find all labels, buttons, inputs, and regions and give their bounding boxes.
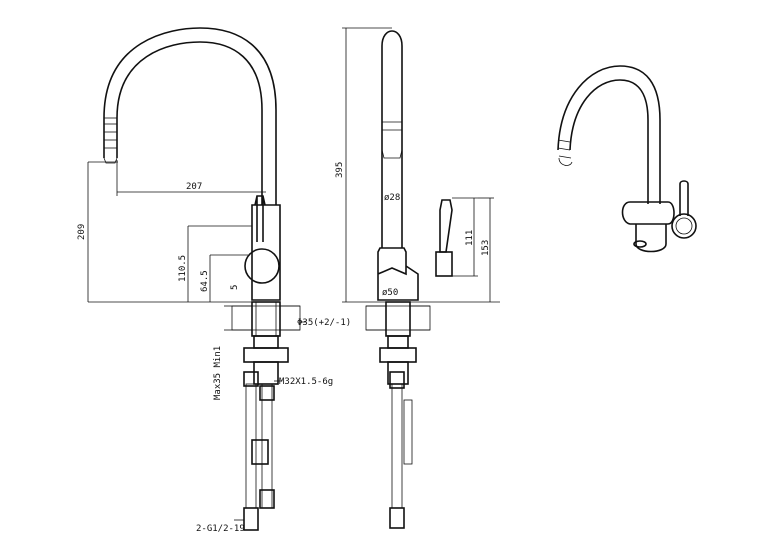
sketch-spout [557, 65, 661, 204]
front-handle-knob [244, 248, 280, 284]
side-nozzle [381, 121, 403, 159]
front-hoses [243, 371, 275, 531]
perspective-view [557, 65, 697, 253]
dim-hose-connector: 2-G1/2-19 [196, 524, 245, 534]
dim-max-thickness: Max35 Min1 [213, 346, 223, 400]
sketch-body [621, 201, 675, 253]
dim-body-height: 110.5 [178, 255, 188, 282]
dim-handle-height: 111 [465, 230, 475, 246]
side-lever [439, 199, 453, 253]
dim-lever-height: 153 [481, 240, 491, 256]
side-hoses [389, 371, 413, 529]
sketch-nozzle [557, 139, 573, 166]
side-body [377, 247, 419, 301]
front-body [251, 204, 281, 301]
side-mount-hatch-right [409, 305, 431, 331]
sketch-handle [671, 213, 697, 239]
dim-reach: 207 [186, 182, 202, 192]
dim-small: 5 [230, 285, 240, 290]
side-mount-hatch-left [365, 305, 387, 331]
front-view: 207 209 110.5 64.5 5 Φ35(+2/-1) Max35 Mi… [77, 27, 351, 534]
side-mount-shank [385, 301, 411, 337]
dim-spout-diameter: ø28 [384, 193, 400, 203]
dim-side-height: 395 [335, 162, 345, 178]
front-spout [103, 27, 277, 205]
side-nut [379, 347, 417, 363]
front-nozzle [103, 117, 118, 164]
dim-base-diameter: ø50 [382, 288, 398, 298]
dim-base-height: 64.5 [200, 270, 210, 292]
side-view: 395 ø28 111 153 ø50 [335, 27, 500, 529]
front-mount-hatch-left [231, 305, 253, 331]
dim-total-height: 209 [77, 224, 87, 240]
sketch-lever [679, 180, 689, 216]
dim-hole-diameter: Φ35(+2/-1) [297, 318, 351, 328]
side-spout [381, 30, 403, 248]
dim-thread: M32X1.5-6g [279, 377, 333, 387]
front-nut [243, 347, 289, 363]
front-lever [254, 195, 266, 242]
